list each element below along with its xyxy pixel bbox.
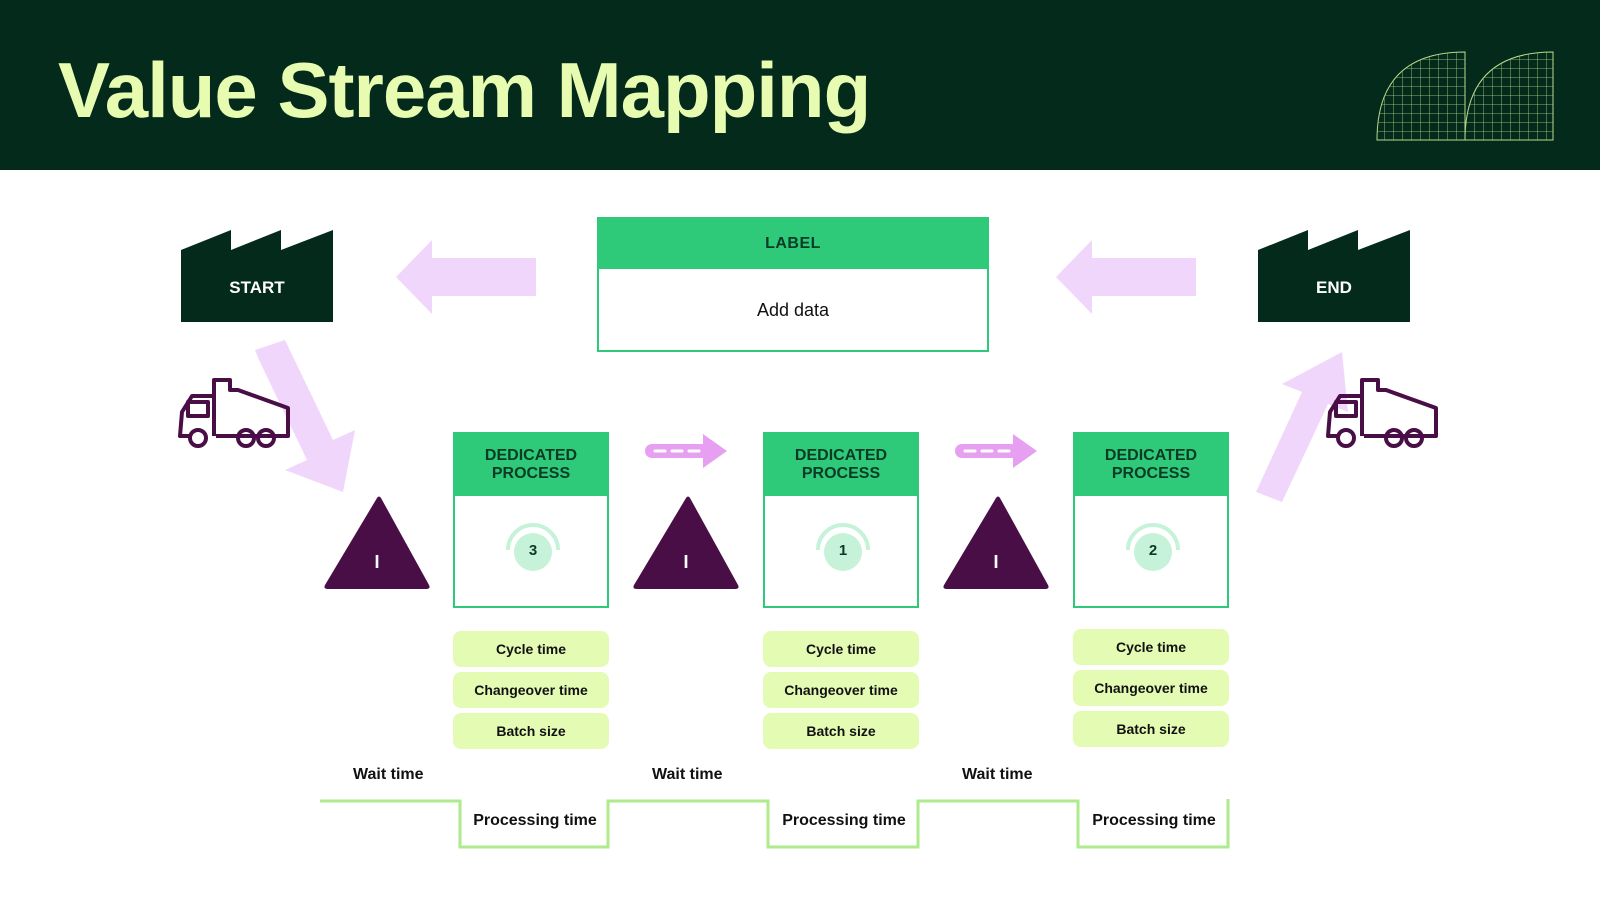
process-number: 3 bbox=[528, 541, 538, 559]
inventory-triangle-icon bbox=[633, 496, 739, 589]
factory-icon bbox=[1258, 230, 1410, 322]
up-right-arrow-icon bbox=[1256, 352, 1348, 502]
processing-time-label: Processing time bbox=[782, 812, 906, 829]
truck-icon bbox=[1326, 378, 1438, 448]
info-box-body: Add data bbox=[756, 300, 830, 320]
process-header: DEDICATED PROCESS bbox=[455, 434, 607, 496]
processing-time-label: Processing time bbox=[1092, 812, 1216, 829]
dial-icon bbox=[1126, 523, 1180, 571]
down-right-arrow-icon bbox=[255, 340, 355, 492]
wait-time-label: Wait time bbox=[962, 766, 1033, 783]
changeover-time-pill: Changeover time bbox=[763, 672, 919, 708]
left-arrow-icon bbox=[1056, 240, 1196, 314]
batch-size-pill: Batch size bbox=[763, 713, 919, 749]
changeover-time-pill: Changeover time bbox=[453, 672, 609, 708]
process-number: 1 bbox=[838, 541, 848, 559]
wait-time-label: Wait time bbox=[353, 766, 424, 783]
cycle-time-pill: Cycle time bbox=[1073, 629, 1229, 665]
inventory-label: I bbox=[993, 552, 999, 572]
start-factory: START bbox=[181, 230, 333, 322]
truck-icon bbox=[178, 378, 290, 448]
inventory-triangle-icon bbox=[324, 496, 430, 589]
process-header: DEDICATED PROCESS bbox=[765, 434, 917, 496]
push-arrow-icon bbox=[955, 434, 1037, 468]
dial-icon bbox=[816, 523, 870, 571]
left-arrow-icon bbox=[396, 240, 536, 314]
cycle-time-pill: Cycle time bbox=[453, 631, 609, 667]
push-arrow-icon bbox=[645, 434, 727, 468]
info-box: LABEL Add data bbox=[597, 217, 989, 352]
process-number: 2 bbox=[1148, 541, 1158, 559]
wait-time-label: Wait time bbox=[652, 766, 723, 783]
timeline-step-line bbox=[320, 799, 1230, 849]
changeover-time-pill: Changeover time bbox=[1073, 670, 1229, 706]
end-factory: END bbox=[1258, 230, 1410, 322]
info-box-header: LABEL bbox=[599, 219, 987, 269]
process-box: DEDICATED PROCESS 3 bbox=[453, 432, 609, 608]
grid-arches-decoration-icon bbox=[1376, 51, 1554, 141]
start-label: START bbox=[229, 278, 285, 297]
page-title: Value Stream Mapping bbox=[58, 46, 871, 134]
batch-size-pill: Batch size bbox=[1073, 711, 1229, 747]
dial-icon bbox=[506, 523, 560, 571]
process-box: DEDICATED PROCESS 1 bbox=[763, 432, 919, 608]
process-header: DEDICATED PROCESS bbox=[1075, 434, 1227, 496]
processing-time-label: Processing time bbox=[473, 812, 597, 829]
inventory-label: I bbox=[374, 552, 380, 572]
inventory-label: I bbox=[683, 552, 689, 572]
factory-icon bbox=[181, 230, 333, 322]
end-label: END bbox=[1316, 278, 1352, 297]
process-box: DEDICATED PROCESS 2 bbox=[1073, 432, 1229, 608]
inventory-triangle-icon bbox=[943, 496, 1049, 589]
cycle-time-pill: Cycle time bbox=[763, 631, 919, 667]
header-banner: Value Stream Mapping bbox=[0, 0, 1600, 170]
batch-size-pill: Batch size bbox=[453, 713, 609, 749]
